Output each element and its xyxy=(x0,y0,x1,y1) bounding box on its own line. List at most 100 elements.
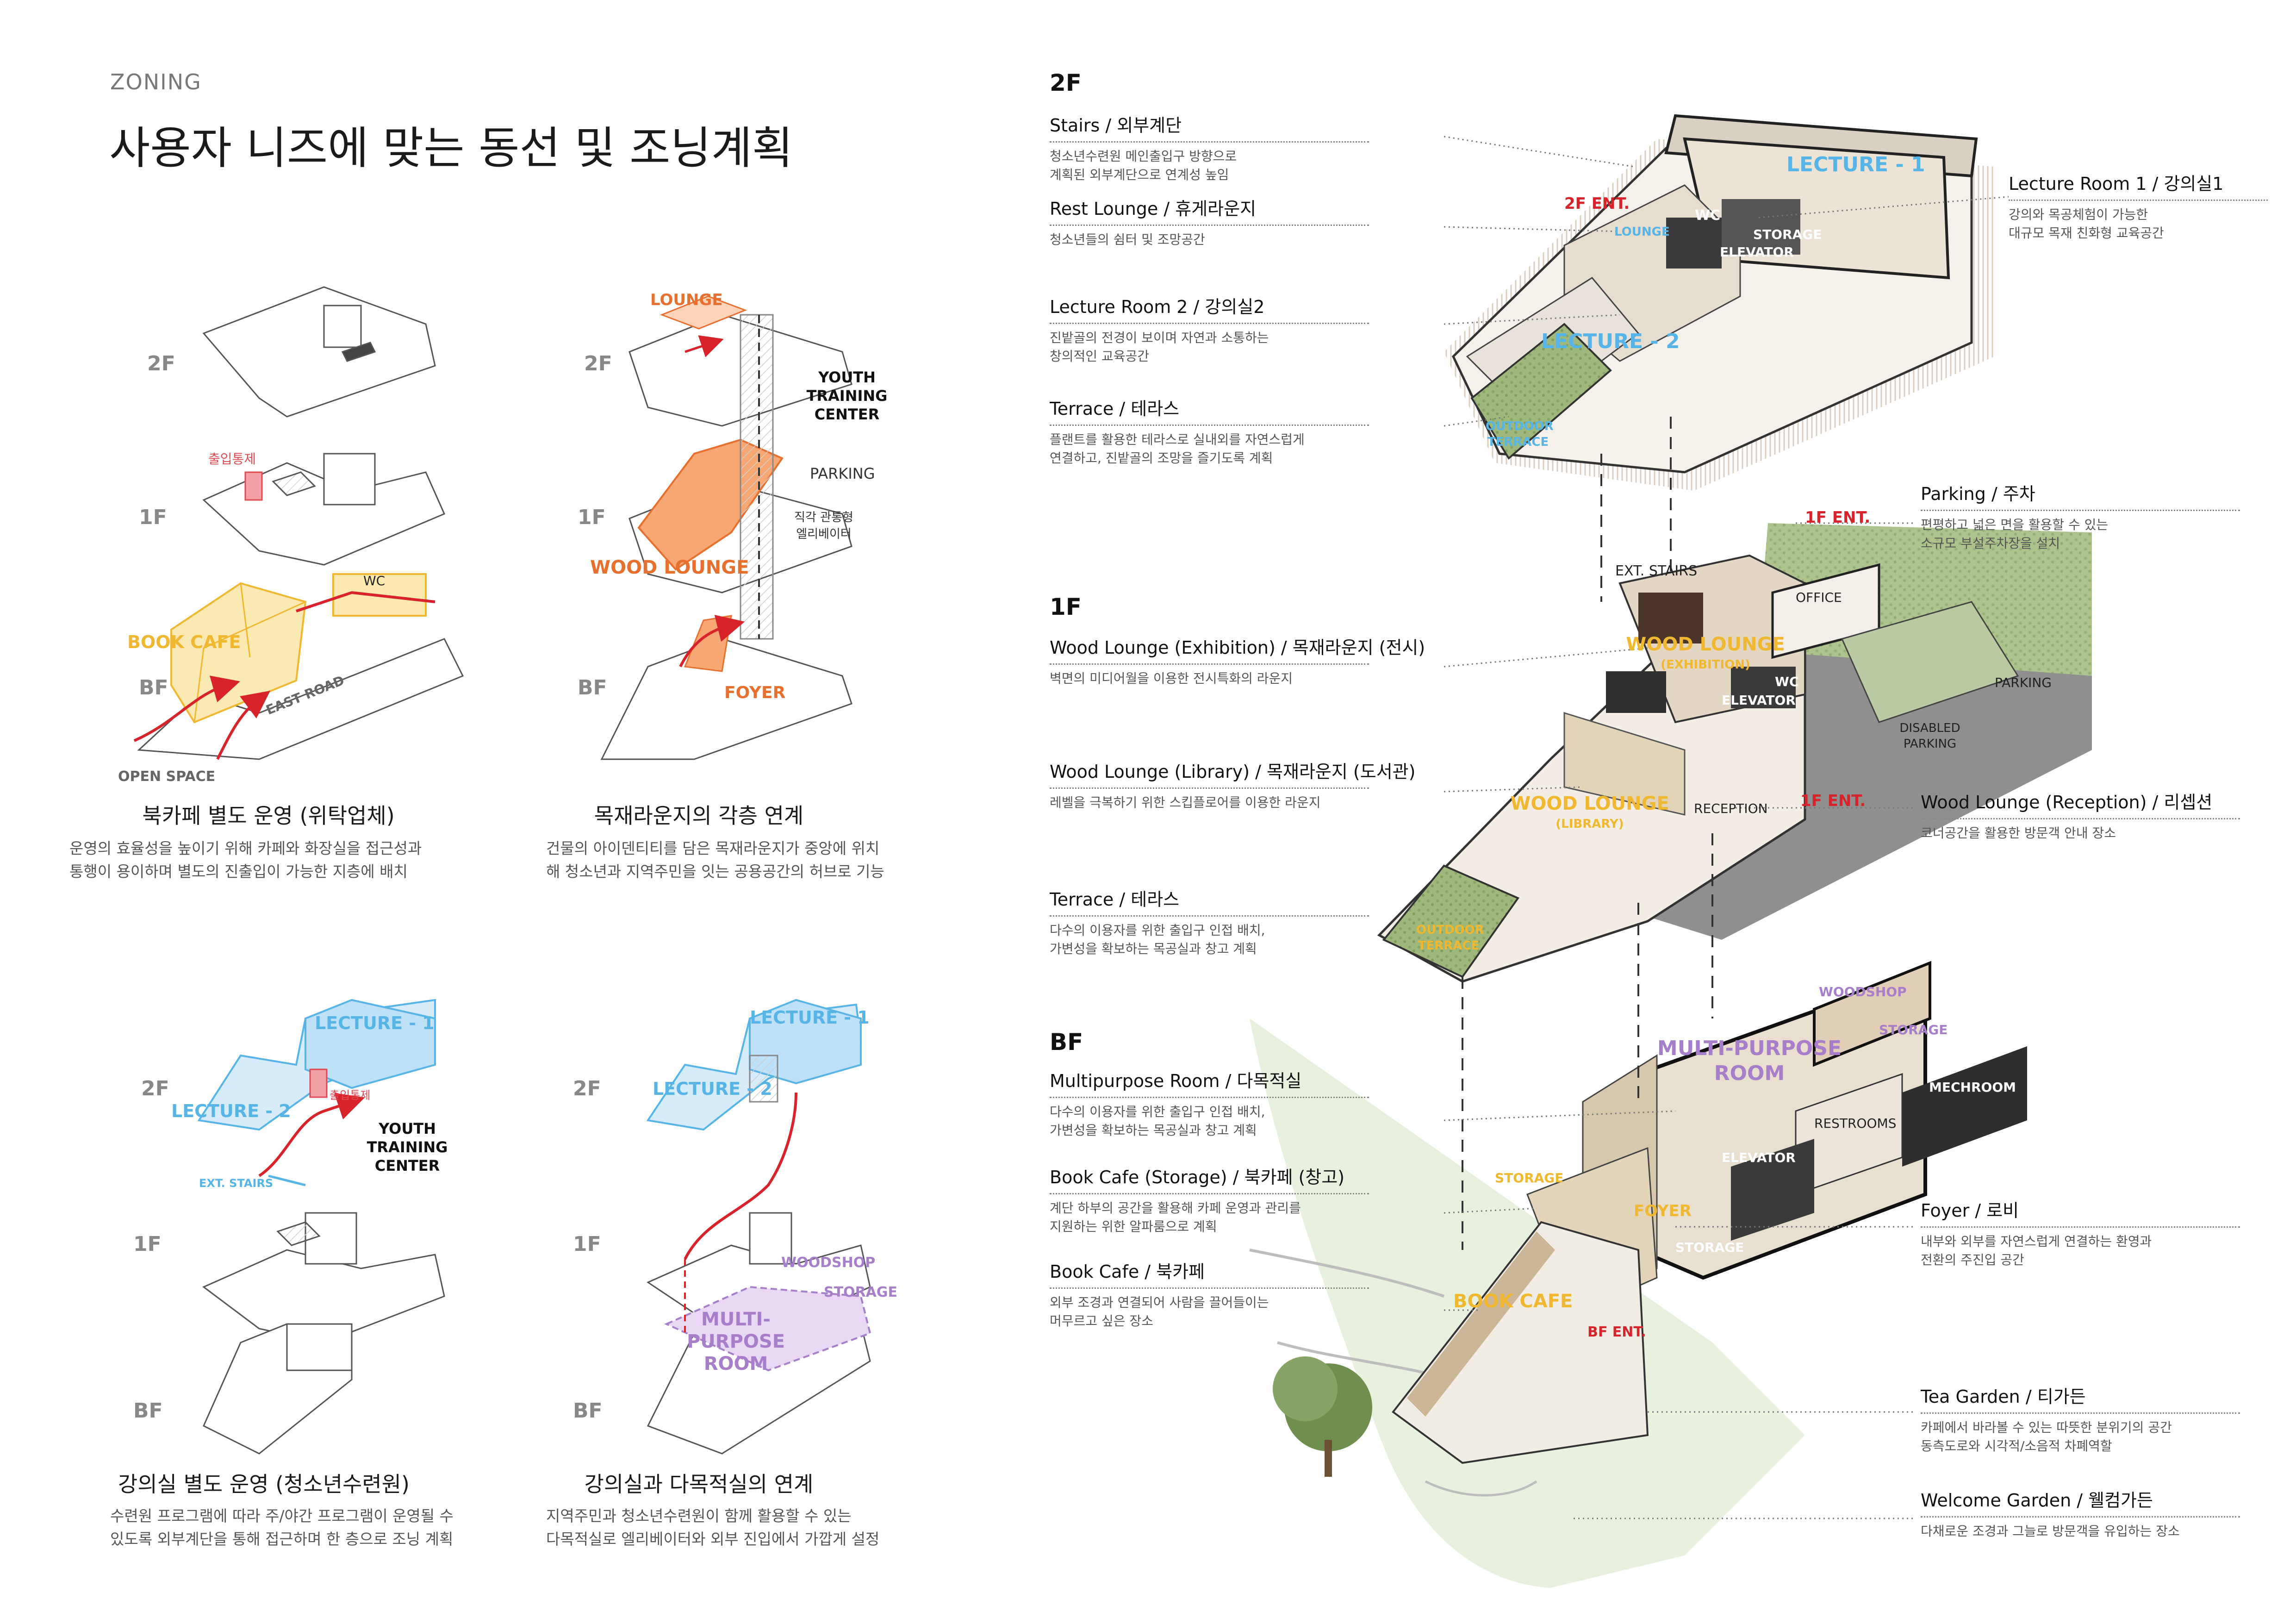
d2-caption-body: 건물의 아이덴티티를 담은 목재라운지가 중앙에 위치 해 청소년과 지역주민을… xyxy=(546,837,981,883)
d2-caption-line-2: 해 청소년과 지역주민을 잇는 공용공간의 허브로 기능 xyxy=(546,862,884,881)
ann-rule xyxy=(1921,1516,2240,1518)
d4-multipurpose-label: MULTI-PURPOSE ROOM xyxy=(653,1308,819,1375)
d2-wood-lounge-label: WOOD LOUNGE xyxy=(590,557,749,578)
ann-2f-lecture1: Lecture Room 1 / 강의실1 강의와 목공체험이 가능한 대규모 … xyxy=(2009,169,2268,243)
axon-bf xyxy=(1249,961,2027,1588)
d3-caption-line-2: 있도록 외부계단을 통해 접근하며 한 층으로 조닝 계획 xyxy=(110,1530,454,1548)
axon-bf-mechroom: MECHROOM xyxy=(1929,1080,2016,1095)
d2-parking-label: PARKING xyxy=(810,465,875,482)
axon-bf-entry: BF ENT. xyxy=(1587,1324,1646,1340)
ann-rule xyxy=(1050,1287,1369,1289)
ann-bf-book-cafe-storage: Book Cafe (Storage) / 북카페 (창고) 계단 하부의 공간… xyxy=(1050,1163,1369,1236)
d3-lecture2-label: LECTURE - 2 xyxy=(171,1101,291,1121)
ann-bf-tea-garden: Tea Garden / 티가든 카페에서 바라볼 수 있는 따뜻한 분위기의 … xyxy=(1921,1382,2240,1455)
d2-youth-line-3: CENTER xyxy=(814,406,880,423)
d2-youth-label: YOUTH TRAINING CENTER xyxy=(796,368,898,424)
ann-rule xyxy=(1050,915,1369,917)
d2-floor-2f: 2F xyxy=(584,352,612,375)
d4-caption-line-1: 지역주민과 청소년수련원이 함께 활용할 수 있는 xyxy=(546,1507,852,1525)
page-title: 사용자 니즈에 맞는 동선 및 조닝계획 xyxy=(109,122,793,174)
axon-1f-terrace: OUTDOOR TERRACE xyxy=(1416,923,1484,953)
axon-1f-entry-top: 1F ENT. xyxy=(1805,508,1871,527)
ann-rule xyxy=(1921,510,2240,511)
ann-2f-terrace: Terrace / 테라스 플랜트를 활용한 테라스로 실내외를 자연스럽게 연… xyxy=(1050,394,1369,468)
leader-lines xyxy=(1444,136,2009,1519)
d3-entry-control-label: 출입통제 xyxy=(330,1089,371,1102)
axon-1f-heading: 1F xyxy=(1050,593,1082,620)
axon-2f-lecture1: LECTURE - 1 xyxy=(1786,153,1925,176)
axon-bf-woodshop: WOODSHOP xyxy=(1819,984,1907,999)
d3-caption-body: 수련원 프로그램에 따라 주/야간 프로그램이 운영될 수 있도록 외부계단을 … xyxy=(110,1505,545,1551)
ann-2f-rest-lounge: Rest Lounge / 휴게라운지 청소년들의 쉼터 및 조망공간 xyxy=(1050,194,1369,249)
d1-wc-label: WC xyxy=(363,573,386,588)
ann-rule xyxy=(1050,141,1369,143)
axon-1f-wood-lounge-library: WOOD LOUNGE (LIBRARY) xyxy=(1510,793,1669,831)
d2-caption-line-1: 건물의 아이덴티티를 담은 목재라운지가 중앙에 위치 xyxy=(546,839,880,857)
d1-open-space-label: OPEN SPACE xyxy=(118,768,216,785)
d3-floor-bf: BF xyxy=(133,1399,163,1423)
ann-rule xyxy=(1050,323,1369,324)
ann-1f-reception: Wood Lounge (Reception) / 리셉션 코너공간을 활용한 … xyxy=(1921,788,2240,843)
axon-1f-wood-lounge-exhibition: WOOD LOUNGE (EXHIBITION) xyxy=(1626,634,1785,672)
d2-elevator-note: 직각 관통형 엘리베이터 xyxy=(782,509,865,543)
d2-elevator-note-1: 직각 관통형 xyxy=(794,511,853,525)
d4-lecture2-label: LECTURE - 2 xyxy=(653,1079,772,1099)
axon-2f-heading: 2F xyxy=(1050,69,1082,96)
d2-youth-line-2: TRAINING xyxy=(806,387,888,405)
d2-floor-bf: BF xyxy=(578,676,607,700)
ann-1f-parking: Parking / 주차 편평하고 넓은 면을 활용할 수 있는 소규모 부설주… xyxy=(1921,480,2240,553)
d4-multipurpose-line-2: ROOM xyxy=(703,1353,768,1374)
axon-2f-lounge: LOUNGE xyxy=(1614,225,1670,239)
axon-2f-lecture2: LECTURE - 2 xyxy=(1541,330,1680,353)
d1-caption-line-1: 운영의 효율성을 높이기 위해 카페와 화장실을 접근성과 xyxy=(69,839,422,857)
ann-rule xyxy=(1050,663,1369,665)
d2-floor-1f: 1F xyxy=(578,506,606,529)
axon-bf-storage2: STORAGE xyxy=(1495,1170,1564,1186)
axon-2f-storage: STORAGE xyxy=(1753,227,1822,242)
axon-1f-elevator: ELEVATOR xyxy=(1722,693,1796,708)
d1-floor-2f: 2F xyxy=(147,352,175,375)
ann-bf-welcome-garden: Welcome Garden / 웰컴가든 다채로운 조경과 그늘로 방문객을 … xyxy=(1921,1486,2240,1541)
diagram-4 xyxy=(646,999,871,1455)
d1-floor-1f: 1F xyxy=(139,506,167,529)
d3-youth-label: YOUTH TRAINING CENTER xyxy=(356,1119,458,1175)
axon-bf-heading: BF xyxy=(1050,1029,1083,1056)
d3-caption-line-1: 수련원 프로그램에 따라 주/야간 프로그램이 운영될 수 xyxy=(110,1507,454,1525)
ann-1f-terrace: Terrace / 테라스 다수의 이용자를 위한 출입구 인접 배치, 가변성… xyxy=(1050,885,1369,958)
d1-caption-line-2: 통행이 용이하며 별도의 진출입이 가능한 지층에 배치 xyxy=(69,862,408,881)
d4-floor-bf: BF xyxy=(573,1399,603,1423)
d3-youth-line-1: YOUTH xyxy=(379,1120,436,1137)
axon-1f-ext-stairs: EXT. STAIRS xyxy=(1615,563,1698,579)
ann-rule xyxy=(1050,1097,1369,1098)
axon-bf-storage3: STORAGE xyxy=(1675,1240,1744,1255)
axon-bf-book-cafe: BOOK CAFE xyxy=(1453,1291,1573,1312)
ann-1f-wood-exhibition: Wood Lounge (Exhibition) / 목재라운지 (전시) 벽면… xyxy=(1050,637,1425,686)
floor-connectors xyxy=(1462,417,1713,1250)
axon-bf-elevator: ELEVATOR xyxy=(1722,1150,1796,1165)
d3-floor-2f: 2F xyxy=(141,1077,169,1100)
ann-bf-multipurpose: Multipurpose Room / 다목적실 다수의 이용자를 위한 출입구… xyxy=(1050,1067,1369,1140)
axon-1f-office: OFFICE xyxy=(1796,590,1842,605)
ann-2f-lecture2: Lecture Room 2 / 강의실2 진밭골의 전경이 보이며 자연과 소… xyxy=(1050,293,1369,366)
d3-ext-stairs-label: EXT. STAIRS xyxy=(199,1177,274,1190)
d4-floor-2f: 2F xyxy=(573,1077,601,1100)
axon-1f-entry-bottom: 1F ENT. xyxy=(1800,792,1866,810)
ann-rule xyxy=(1050,225,1369,226)
d4-floor-1f: 1F xyxy=(573,1232,601,1256)
axon-1f xyxy=(1377,523,2092,983)
d1-caption-body: 운영의 효율성을 높이기 위해 카페와 화장실을 접근성과 통행이 용이하며 별… xyxy=(69,837,504,883)
d4-caption-line-2: 다목적실로 엘리베이터와 외부 진입에서 가깝게 설정 xyxy=(546,1530,880,1548)
d1-floor-bf: BF xyxy=(139,676,168,700)
ann-rule xyxy=(1050,1193,1369,1194)
ann-rule xyxy=(1921,1226,2240,1228)
d1-book-cafe-label: BOOK CAFE xyxy=(127,632,241,652)
ann-rule xyxy=(1050,425,1369,426)
d2-youth-line-1: YOUTH xyxy=(818,369,876,386)
axon-2f-wc: WC xyxy=(1695,207,1721,224)
d3-lecture1-label: LECTURE - 1 xyxy=(315,1013,435,1033)
d2-elevator-note-2: 엘리베이터 xyxy=(796,527,852,541)
diagram-2 xyxy=(600,295,852,760)
axon-2f-elevator: ELEVATOR xyxy=(1720,244,1794,260)
diagram-3 xyxy=(197,999,445,1455)
